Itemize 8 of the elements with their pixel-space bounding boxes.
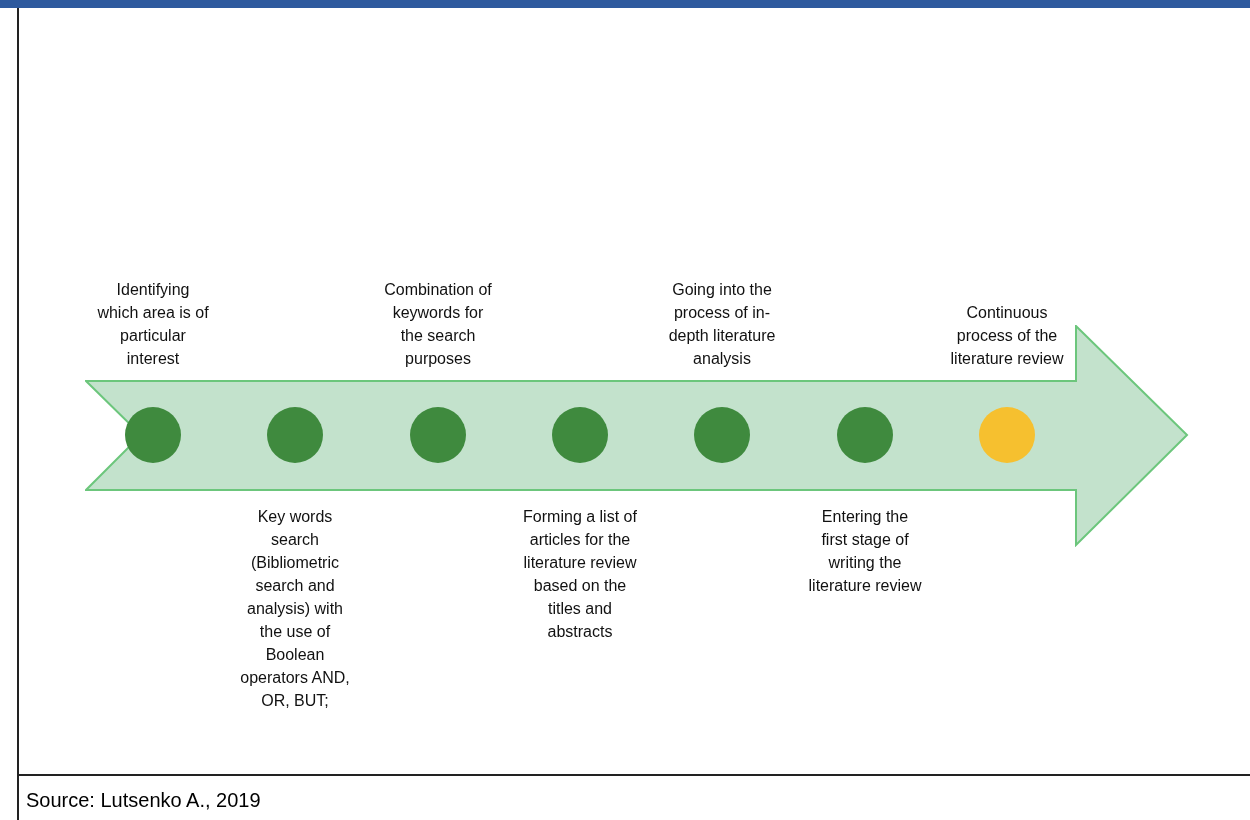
step-label: Entering the first stage of writing the literature review [807,507,923,596]
step-label: Going into the process of in-depth literature analysis [667,280,777,369]
step-label: Combination of keywords for the search purposes [383,280,493,369]
step-label: Continuous process of the literature review [949,303,1065,369]
step-label: Key words search (Bibliometric search and analysis) with the use of Boolean operators AND, OR, BUT; [239,507,351,711]
source-note: Source: Lutsenko A., 2019 [26,789,261,812]
step-label: Forming a list of articles for the literature review based on the titles and abstracts [522,507,638,642]
step-label: Identifying which area is of particular interest [96,280,210,369]
